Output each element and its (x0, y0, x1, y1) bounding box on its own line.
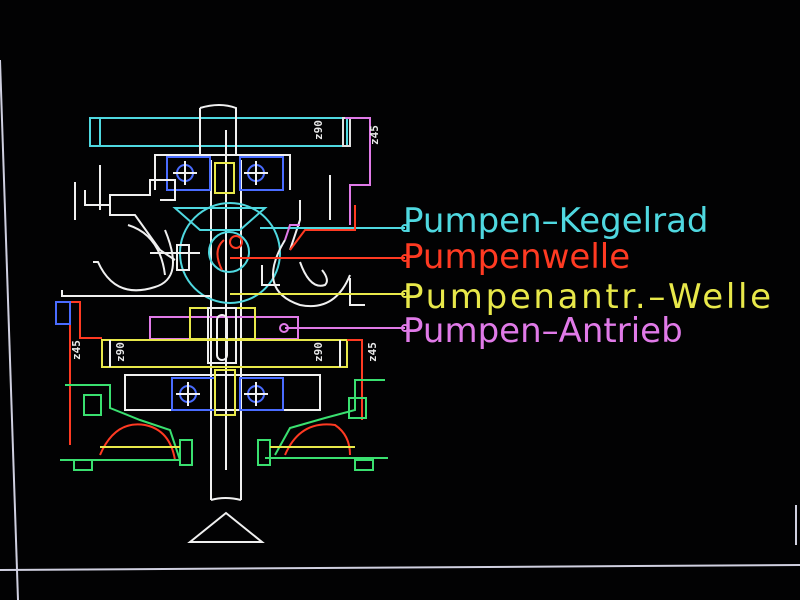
dim-left-z45: z45 (70, 340, 83, 360)
sheet-border-left (0, 59, 19, 600)
sheet-border-bottom (0, 564, 800, 571)
dim-left-z90: z90 (114, 342, 127, 362)
top-gear-z90 (89, 117, 348, 147)
label-pumpen-kegelrad: Pumpen–Kegelrad (403, 201, 709, 241)
main-shaft (199, 104, 242, 501)
label-pumpenantr-welle: Pumpenantr.–Welle (403, 277, 771, 317)
label-pumpenwelle: Pumpenwelle (403, 237, 630, 277)
dim-top-z90: z90 (312, 120, 325, 140)
lower-gear-z90 (101, 339, 348, 368)
dim-right-z90: z90 (312, 342, 325, 362)
base-triangle (187, 511, 265, 543)
dim-right-z45: z45 (366, 342, 379, 362)
label-pumpen-antrieb: Pumpen–Antrieb (403, 311, 683, 351)
dim-top-z45: z45 (368, 125, 381, 145)
